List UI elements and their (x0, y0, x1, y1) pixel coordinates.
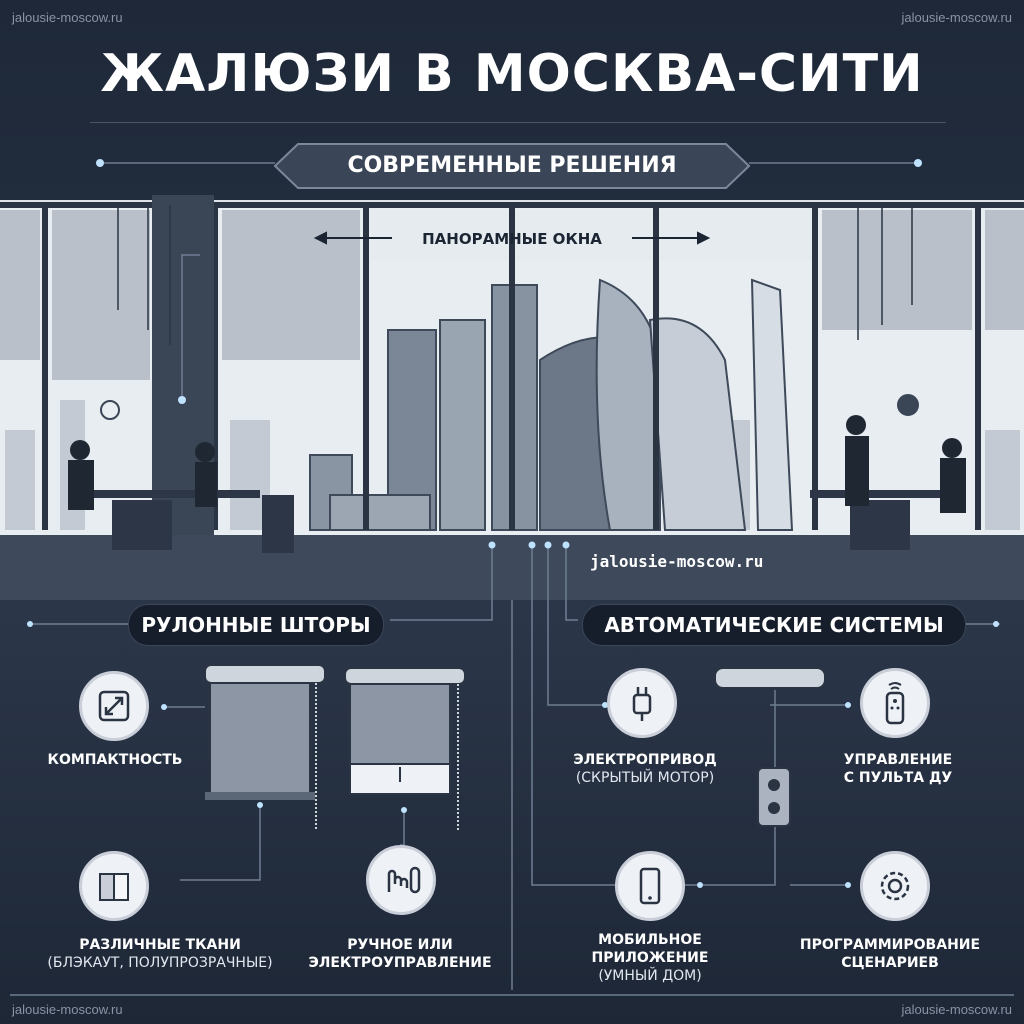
phone-icon (615, 851, 685, 921)
subtitle: СОВРЕМЕННЫЕ РЕШЕНИЯ (347, 153, 677, 178)
feature-title: МОБИЛЬНОЕ (598, 932, 702, 948)
feature-manual-or-electric: РУЧНОЕ ИЛИ ЭЛЕКТРОУПРАВЛЕНИЕ (300, 936, 500, 972)
plug-icon (607, 668, 677, 738)
feature-title: УПРАВЛЕНИЕ (843, 752, 953, 768)
roller-blind-illustration (204, 664, 466, 830)
feature-scenario-programming: ПРОГРАММИРОВАНИЕ СЦЕНАРИЕВ (795, 936, 985, 972)
section-title-roller-blinds: РУЛОННЫЕ ШТОРЫ (128, 604, 384, 646)
feature-subtitle: ЭЛЕКТРОУПРАВЛЕНИЕ (308, 955, 492, 971)
resize-icon (79, 671, 149, 741)
feature-title: КОМПАКТНОСТЬ (47, 752, 183, 768)
feature-title: РАЗЛИЧНЫЕ ТКАНИ (79, 937, 241, 953)
watermark-top-right: jalousie-moscow.ru (901, 10, 1012, 25)
watermark-top-left: jalousie-moscow.ru (12, 10, 123, 25)
feature-title: ЭЛЕКТРОПРИВОД (573, 752, 717, 768)
fabric-icon (79, 851, 149, 921)
feature-electric-drive: ЭЛЕКТРОПРИВОД (СКРЫТЫЙ МОТОР) (560, 751, 730, 787)
feature-remote-control: УПРАВЛЕНИЕ С ПУЛЬТА ДУ (818, 751, 978, 787)
section-title-automatic-systems: АВТОМАТИЧЕСКИЕ СИСТЕМЫ (582, 604, 966, 646)
hand-toggle-icon (366, 845, 436, 915)
feature-extra: (УМНЫЙ ДОМ) (598, 968, 702, 984)
feature-title: ПРОГРАММИРОВАНИЕ (799, 937, 981, 953)
feature-title: РУЧНОЕ ИЛИ (347, 937, 453, 953)
feature-subtitle: СЦЕНАРИЕВ (841, 955, 939, 971)
watermark-bottom-left: jalousie-moscow.ru (12, 1002, 123, 1017)
motor-illustration (714, 667, 826, 827)
remote-icon (860, 668, 930, 738)
feature-subtitle: (БЛЭКАУТ, ПОЛУПРОЗРАЧНЫЕ) (47, 955, 273, 971)
watermark-bottom-right: jalousie-moscow.ru (901, 1002, 1012, 1017)
feature-subtitle: С ПУЛЬТА ДУ (843, 770, 953, 786)
page-title: ЖАЛЮЗИ В МОСКВА-СИТИ (100, 44, 924, 104)
feature-compactness: КОМПАКТНОСТЬ (30, 751, 200, 769)
gear-icon (860, 851, 930, 921)
feature-mobile-app: МОБИЛЬНОЕ ПРИЛОЖЕНИЕ (УМНЫЙ ДОМ) (575, 931, 725, 985)
divider (90, 122, 946, 123)
feature-subtitle: ПРИЛОЖЕНИЕ (591, 950, 709, 966)
moscow-city-towers (309, 278, 794, 531)
panoramic-windows-label: ПАНОРАМНЫЕ ОКНА (422, 230, 602, 248)
watermark-center: jalousie-moscow.ru (590, 552, 764, 571)
feature-subtitle: (СКРЫТЫЙ МОТОР) (575, 770, 715, 786)
feature-fabrics: РАЗЛИЧНЫЕ ТКАНИ (БЛЭКАУТ, ПОЛУПРОЗРАЧНЫЕ… (20, 936, 300, 972)
